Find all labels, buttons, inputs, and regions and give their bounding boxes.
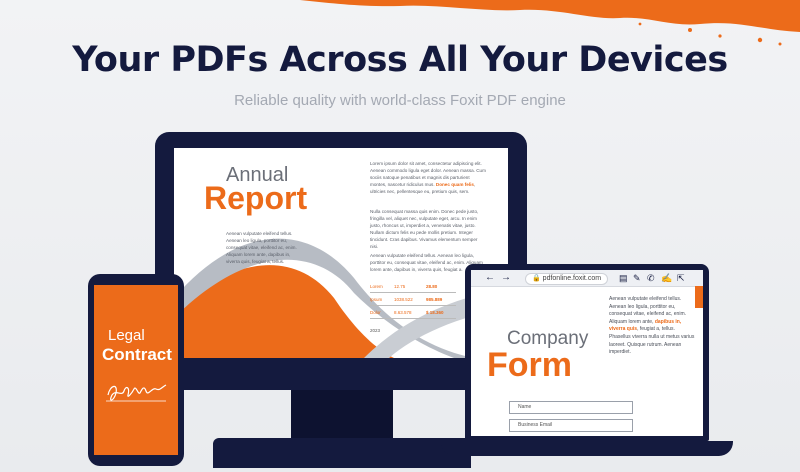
report-paragraph-2: Nulla consequat massa quis enim. Donec p…	[370, 209, 479, 249]
document-icon[interactable]: ▤	[619, 273, 628, 283]
laptop-screen-company-form: ← → 🔒 pdfonline.foxit.com ▤ ✎ ✆ ✍ ⇱ Comp…	[471, 270, 703, 436]
share-icon[interactable]: ⇱	[677, 273, 685, 283]
back-arrow-icon[interactable]: ←	[485, 272, 495, 283]
report-paragraph-1: Lorem ipsum dolor sit amet, consectetur …	[370, 161, 486, 194]
report-paragraph-3: Aenean vulputate eleifend tellus. Aenean…	[370, 253, 483, 272]
browser-toolbar: ← → 🔒 pdfonline.foxit.com ▤ ✎ ✆ ✍ ⇱	[471, 270, 703, 287]
form-paragraph: Aenean vulputate eleifend tellus. Aenean…	[609, 296, 695, 356]
signature-graphic	[106, 384, 167, 402]
report-heading: Report	[204, 180, 308, 216]
monitor-stand-neck	[291, 390, 393, 440]
paint-splash-decoration	[300, 0, 800, 46]
company-heading: Company	[507, 328, 589, 349]
form-heading: Form	[487, 346, 572, 384]
legal-heading: Legal	[108, 327, 145, 344]
phone-screen-legal-contract: Legal Contract	[94, 285, 178, 455]
monitor-screen-annual-report: Annual Report Aenean vulputate eleifend …	[174, 148, 508, 358]
forward-arrow-icon[interactable]: →	[501, 272, 511, 283]
hero-subtitle: Reliable quality with world-class Foxit …	[234, 92, 566, 109]
url-bar[interactable]: 🔒 pdfonline.foxit.com	[525, 273, 609, 285]
annual-heading: Annual	[226, 164, 289, 186]
phone-icon[interactable]: ✆	[647, 273, 655, 283]
contract-heading: Contract	[102, 345, 172, 364]
monitor-stand-base	[213, 438, 471, 468]
business-email-field[interactable]: Business Email	[509, 419, 633, 432]
report-left-paragraph: Aenean vulputate eleifend tellus. Aenean…	[226, 231, 297, 264]
name-field[interactable]: Name	[509, 401, 633, 414]
edit-icon[interactable]: ✎	[633, 273, 641, 283]
laptop-base	[441, 441, 733, 456]
hero-title: Your PDFs Across All Your Devices	[72, 40, 728, 80]
signature-icon[interactable]: ✍	[661, 273, 673, 283]
orange-accent	[695, 286, 703, 308]
report-year: 2023	[370, 328, 381, 333]
